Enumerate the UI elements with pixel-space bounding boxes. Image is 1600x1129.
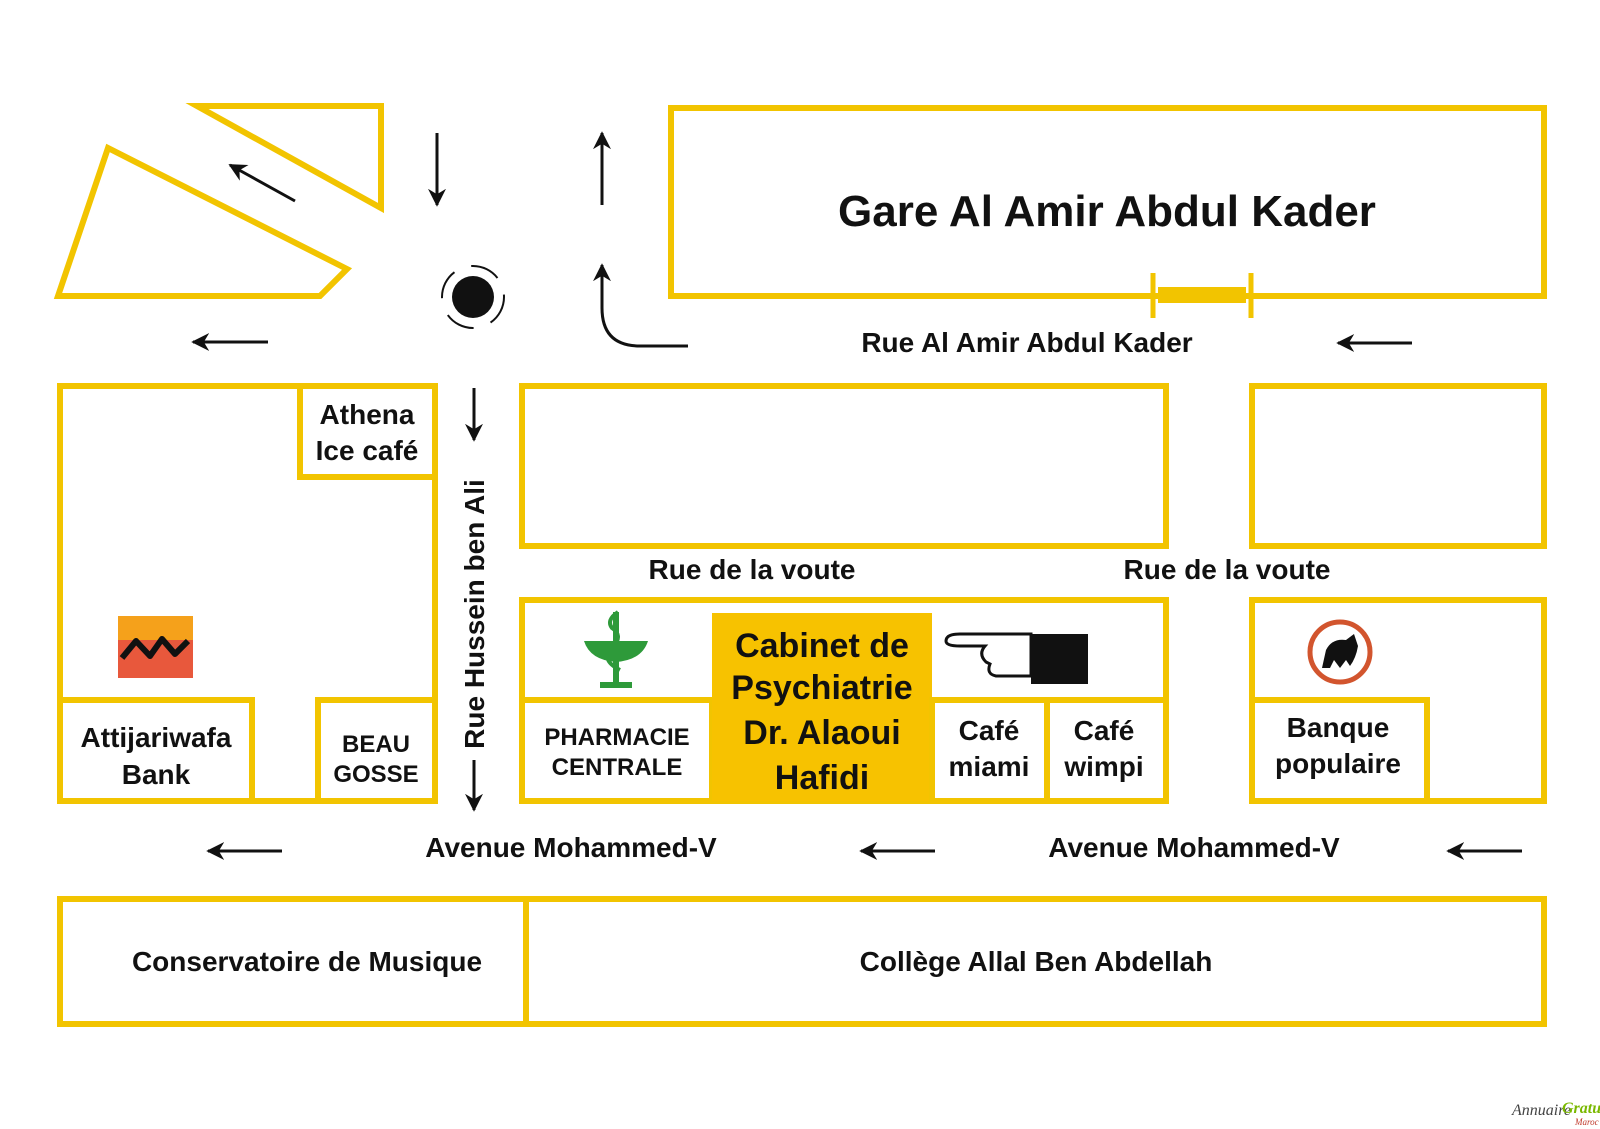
athena-ice-cafe: [297, 383, 438, 480]
annuaire-gratuit-watermark: Annuaire Gratuit Maroc: [1511, 1100, 1600, 1127]
cafe-wimpi-label-2: wimpi: [1063, 751, 1143, 782]
banque-label-2: populaire: [1275, 748, 1401, 779]
cafe-wimpi-label-1: Café: [1074, 715, 1135, 746]
attijariwafa-label-1: Attijariwafa: [81, 722, 232, 753]
pharmacie-label-1: PHARMACIE: [544, 724, 689, 751]
gare-label: Gare Al Amir Abdul Kader: [838, 187, 1376, 236]
beau-gosse-label-2: GOSSE: [333, 761, 418, 788]
cafe-wimpi: [1044, 697, 1169, 804]
cabinet-label-1: Cabinet de: [735, 627, 909, 665]
attijariwafa-label-2: Bank: [122, 759, 191, 790]
street-avenue-right: Avenue Mohammed-V: [1048, 832, 1340, 863]
cabinet-label-2: Psychiatrie: [731, 669, 912, 707]
pointing-hand-icon: [944, 632, 1088, 684]
cabinet-label-3: Dr. Alaoui: [743, 714, 900, 752]
arrow-turn-up: [593, 263, 688, 348]
svg-text:Maroc: Maroc: [1574, 1117, 1599, 1127]
athena-label-1: Athena: [320, 399, 415, 430]
street-rue-voute-right: Rue de la voute: [1124, 554, 1331, 585]
pharmacy-caduceus-icon: [584, 610, 648, 688]
attijariwafa-logo-icon: [118, 616, 193, 678]
banque-label-1: Banque: [1287, 712, 1390, 743]
college-allal-ben-abdellah: [523, 896, 1547, 1027]
middle-upper-block: [519, 383, 1169, 549]
attijariwafa-bank: [57, 697, 255, 804]
triangle-block-small: [185, 103, 384, 214]
banque-populaire: [1249, 697, 1430, 804]
roundabout-icon: [441, 265, 505, 329]
right-upper-block: [1249, 383, 1547, 549]
street-avenue-left: Avenue Mohammed-V: [425, 832, 717, 863]
pharmacie-label-2: CENTRALE: [552, 754, 683, 781]
beau-gosse: [315, 697, 438, 804]
banque-populaire-horse-icon: [1307, 619, 1373, 685]
athena-label-2: Ice café: [316, 435, 419, 466]
gare-building: [668, 105, 1547, 299]
cafe-miami-label-1: Café: [959, 715, 1020, 746]
svg-text:Annuaire: Annuaire: [1511, 1102, 1571, 1119]
gare-entrance: [1150, 273, 1254, 318]
conservatoire-label: Conservatoire de Musique: [132, 946, 482, 977]
cabinet-psychiatrie: [712, 613, 932, 801]
cabinet-label-4: Hafidi: [775, 759, 869, 797]
arrow-diagonal: [228, 163, 296, 203]
cafe-miami-label-2: miami: [949, 751, 1030, 782]
street-rue-amir: Rue Al Amir Abdul Kader: [861, 327, 1192, 358]
svg-text:Gratuit: Gratuit: [1562, 1100, 1600, 1117]
street-rue-hussein: Rue Hussein ben Ali: [459, 479, 490, 749]
triangle-block-large: [53, 143, 353, 299]
college-label: Collège Allal Ben Abdellah: [860, 946, 1213, 977]
beau-gosse-label-1: BEAU: [342, 731, 410, 758]
street-rue-voute-left: Rue de la voute: [649, 554, 856, 585]
